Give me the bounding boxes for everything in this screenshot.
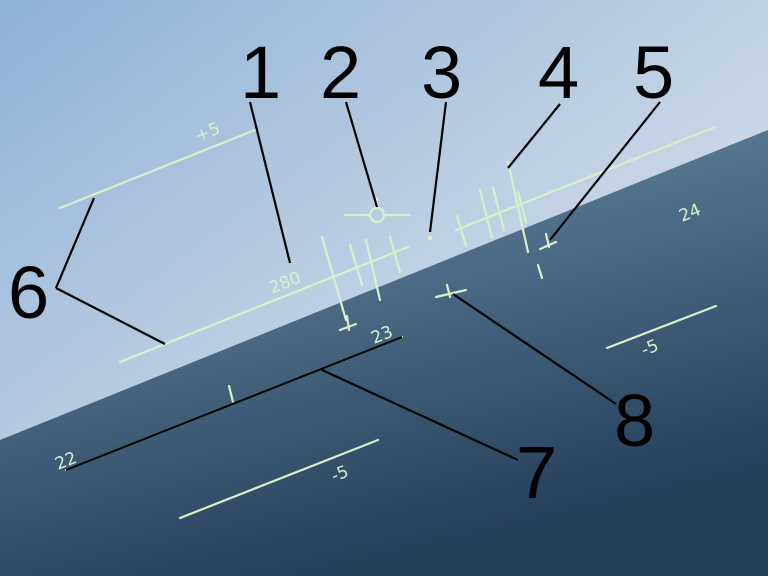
pitch-ladder-lower-right (605, 304, 718, 350)
callout-leaders (54, 101, 661, 472)
callout-6: 6 (8, 251, 49, 334)
callout-1: 1 (240, 31, 281, 114)
horizon-tick (348, 243, 364, 287)
waterline-marker (434, 288, 468, 299)
callout-4: 4 (538, 31, 579, 114)
sea (0, 130, 768, 576)
leader-2 (344, 101, 379, 208)
waterline-marker-stem (445, 283, 452, 299)
callout-2: 2 (320, 31, 361, 114)
pitch-ladder-upper (58, 128, 257, 210)
horizon-tick (491, 186, 506, 232)
callout-8: 8 (614, 379, 655, 462)
horizon-tick (506, 160, 530, 254)
horizon-tick (364, 238, 382, 302)
boresight-dot (427, 235, 433, 241)
callout-5: 5 (633, 31, 674, 114)
horizon-tick (455, 214, 468, 248)
horizon-tick (516, 190, 528, 224)
pitch-lower-right-label: -5 (638, 336, 661, 361)
leader-7a (65, 335, 403, 472)
heading-marker-23-stem (345, 314, 351, 332)
pitch-lower-left-label: -5 (328, 462, 351, 487)
leader-7b (321, 369, 519, 461)
leader-6a (54, 197, 96, 289)
horizon-tick (320, 235, 348, 322)
horizon-tick (478, 188, 494, 240)
horizon-line-left (118, 245, 410, 364)
leader-6b (55, 287, 166, 345)
leader-4 (507, 103, 561, 169)
pitch-ladder-lower-left (178, 438, 380, 520)
heading-marker-5-stem (544, 232, 551, 249)
leader-1 (248, 101, 292, 264)
callout-7: 7 (516, 431, 557, 514)
callout-numbers: 1 2 3 4 5 6 7 8 (8, 31, 674, 514)
leader-3 (428, 101, 448, 233)
leader-5 (549, 101, 661, 241)
heading-marker-5-tail (536, 263, 544, 280)
leader-8 (452, 293, 617, 405)
heading-tape-tick (227, 384, 235, 404)
horizon-tick (388, 235, 402, 274)
callout-3: 3 (421, 31, 462, 114)
